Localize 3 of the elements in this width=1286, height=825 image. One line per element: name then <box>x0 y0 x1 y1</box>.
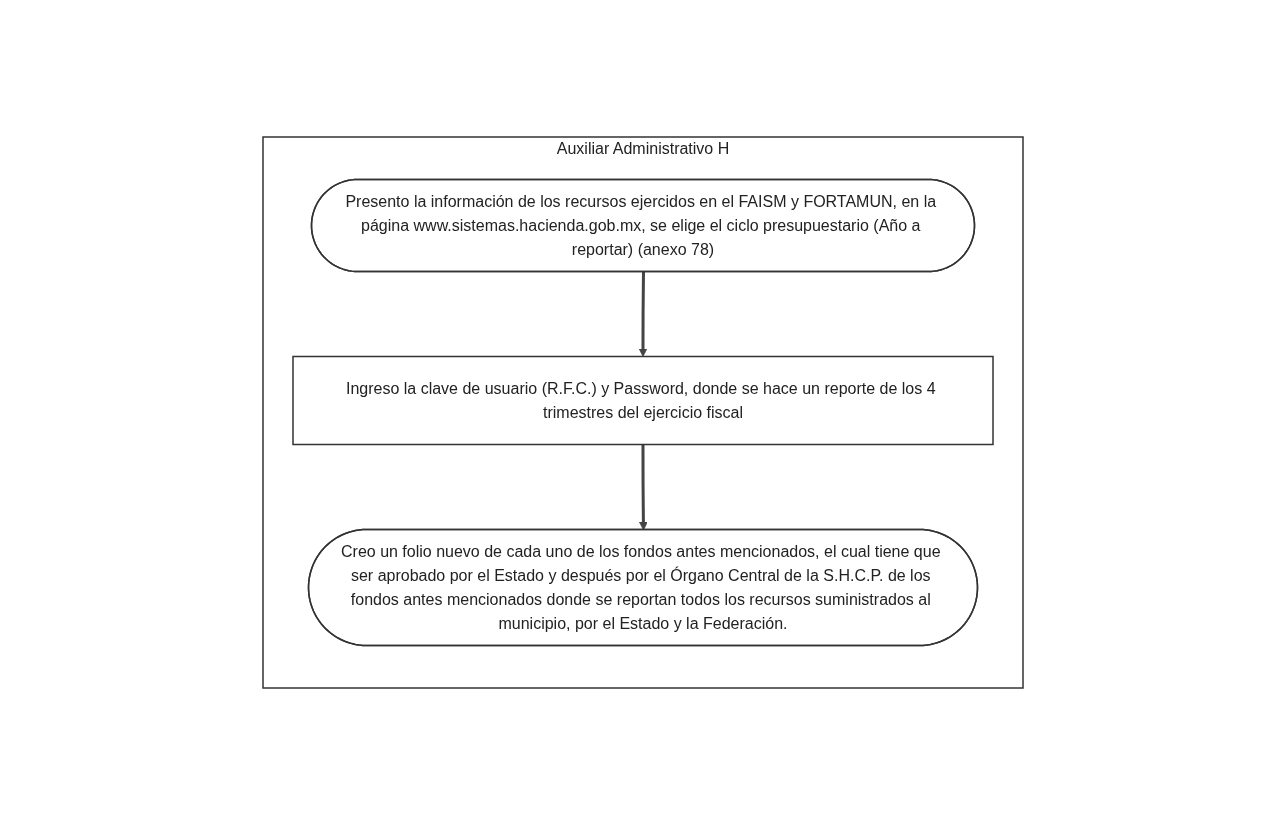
arrow <box>639 444 648 531</box>
node-box: Ingreso la clave de usuario (R.F.C.) y Password, donde se hace un reporte de los 4 trimestres del ejercicio fiscal <box>292 355 994 446</box>
arrow <box>638 271 648 357</box>
